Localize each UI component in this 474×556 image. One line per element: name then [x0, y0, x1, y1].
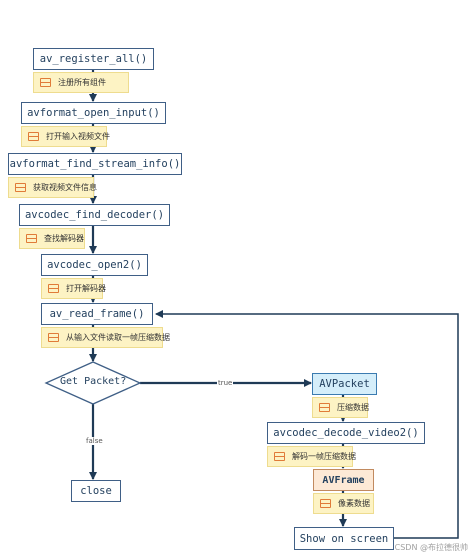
note-find-decoder: 查找解码器	[19, 228, 85, 249]
edge-label-false: false	[85, 437, 104, 445]
note-decode-video: 解码一帧压缩数据	[267, 446, 356, 467]
decision-get-packet: Get Packet?	[60, 376, 127, 387]
note-avpacket-text: 压缩数据	[337, 403, 369, 412]
node-show-on-screen: Show on screen	[294, 527, 394, 550]
note-avframe: 像素数据	[313, 493, 374, 514]
note-read-frame-text: 从输入文件读取一帧压缩数据	[66, 333, 170, 342]
edge-label-true: true	[217, 379, 234, 387]
note-decode-video-text: 解码一帧压缩数据	[292, 452, 356, 461]
node-av-read-frame: av_read_frame()	[41, 303, 153, 325]
node-close: close	[71, 480, 121, 502]
node-avcodec-find-decoder: avcodec_find_decoder()	[19, 204, 170, 226]
note-find-stream-info-text: 获取视频文件信息	[33, 183, 97, 192]
note-icon	[40, 78, 51, 87]
note-icon	[48, 284, 59, 293]
note-icon	[48, 333, 59, 342]
note-icon	[319, 403, 330, 412]
note-find-stream-info: 获取视频文件信息	[8, 177, 97, 198]
node-avformat-find-stream-info: avformat_find_stream_info()	[8, 153, 182, 175]
note-register: 注册所有组件	[33, 72, 129, 93]
node-av-register-all: av_register_all()	[33, 48, 154, 70]
loop-back-line	[155, 310, 459, 539]
note-icon	[26, 234, 37, 243]
node-avframe: AVFrame	[313, 469, 374, 491]
note-avpacket: 压缩数据	[312, 397, 369, 418]
note-codec-open: 打开解码器	[41, 278, 106, 299]
note-read-frame: 从输入文件读取一帧压缩数据	[41, 327, 170, 348]
note-open-input-text: 打开输入视频文件	[46, 132, 110, 141]
decision-diamond-shape	[44, 361, 142, 405]
node-avcodec-open2: avcodec_open2()	[41, 254, 148, 276]
note-icon	[15, 183, 26, 192]
note-find-decoder-text: 查找解码器	[44, 234, 84, 243]
note-register-text: 注册所有组件	[58, 78, 106, 87]
note-open-input: 打开输入视频文件	[21, 126, 110, 147]
note-icon	[320, 499, 331, 508]
node-avpacket: AVPacket	[312, 373, 377, 395]
node-avcodec-decode-video2: avcodec_decode_video2()	[267, 422, 425, 444]
note-icon	[274, 452, 285, 461]
note-codec-open-text: 打开解码器	[66, 284, 106, 293]
node-avformat-open-input: avformat_open_input()	[21, 102, 166, 124]
note-avframe-text: 像素数据	[338, 499, 370, 508]
note-icon	[28, 132, 39, 141]
csdn-watermark: CSDN @布拉德很帅	[394, 543, 468, 552]
